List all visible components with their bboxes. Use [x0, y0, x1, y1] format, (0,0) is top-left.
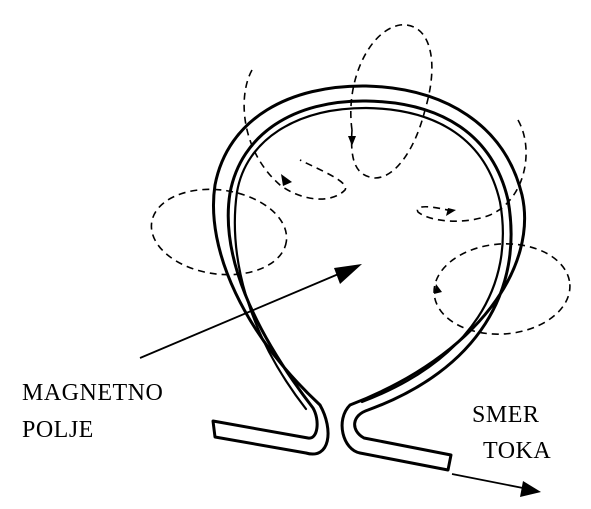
- field-direction-arrow: [281, 174, 292, 186]
- magnetic-field-pointer-line: [139, 269, 349, 359]
- field-direction-arrow: [446, 208, 456, 216]
- field-line-left: [150, 188, 288, 276]
- magnetic-field-label-line1: MAGNETNO: [22, 380, 163, 406]
- magnetic-field-pointer-head: [334, 264, 362, 284]
- current-flow-label-line2: TOKA: [483, 438, 551, 464]
- field-line-right-top: [416, 119, 527, 222]
- current-direction-head: [520, 481, 541, 497]
- current-direction-line: [451, 473, 529, 490]
- field-line-top: [350, 24, 433, 179]
- loop-wire-inner: [233, 106, 504, 411]
- magnetic-field-label-line2: POLJE: [22, 417, 94, 443]
- field-direction-arrow: [348, 136, 356, 146]
- field-line-right: [433, 243, 571, 335]
- current-flow-label-line1: SMER: [472, 402, 539, 428]
- loop-wire-outer: [211, 84, 527, 472]
- field-direction-arrow: [434, 284, 442, 294]
